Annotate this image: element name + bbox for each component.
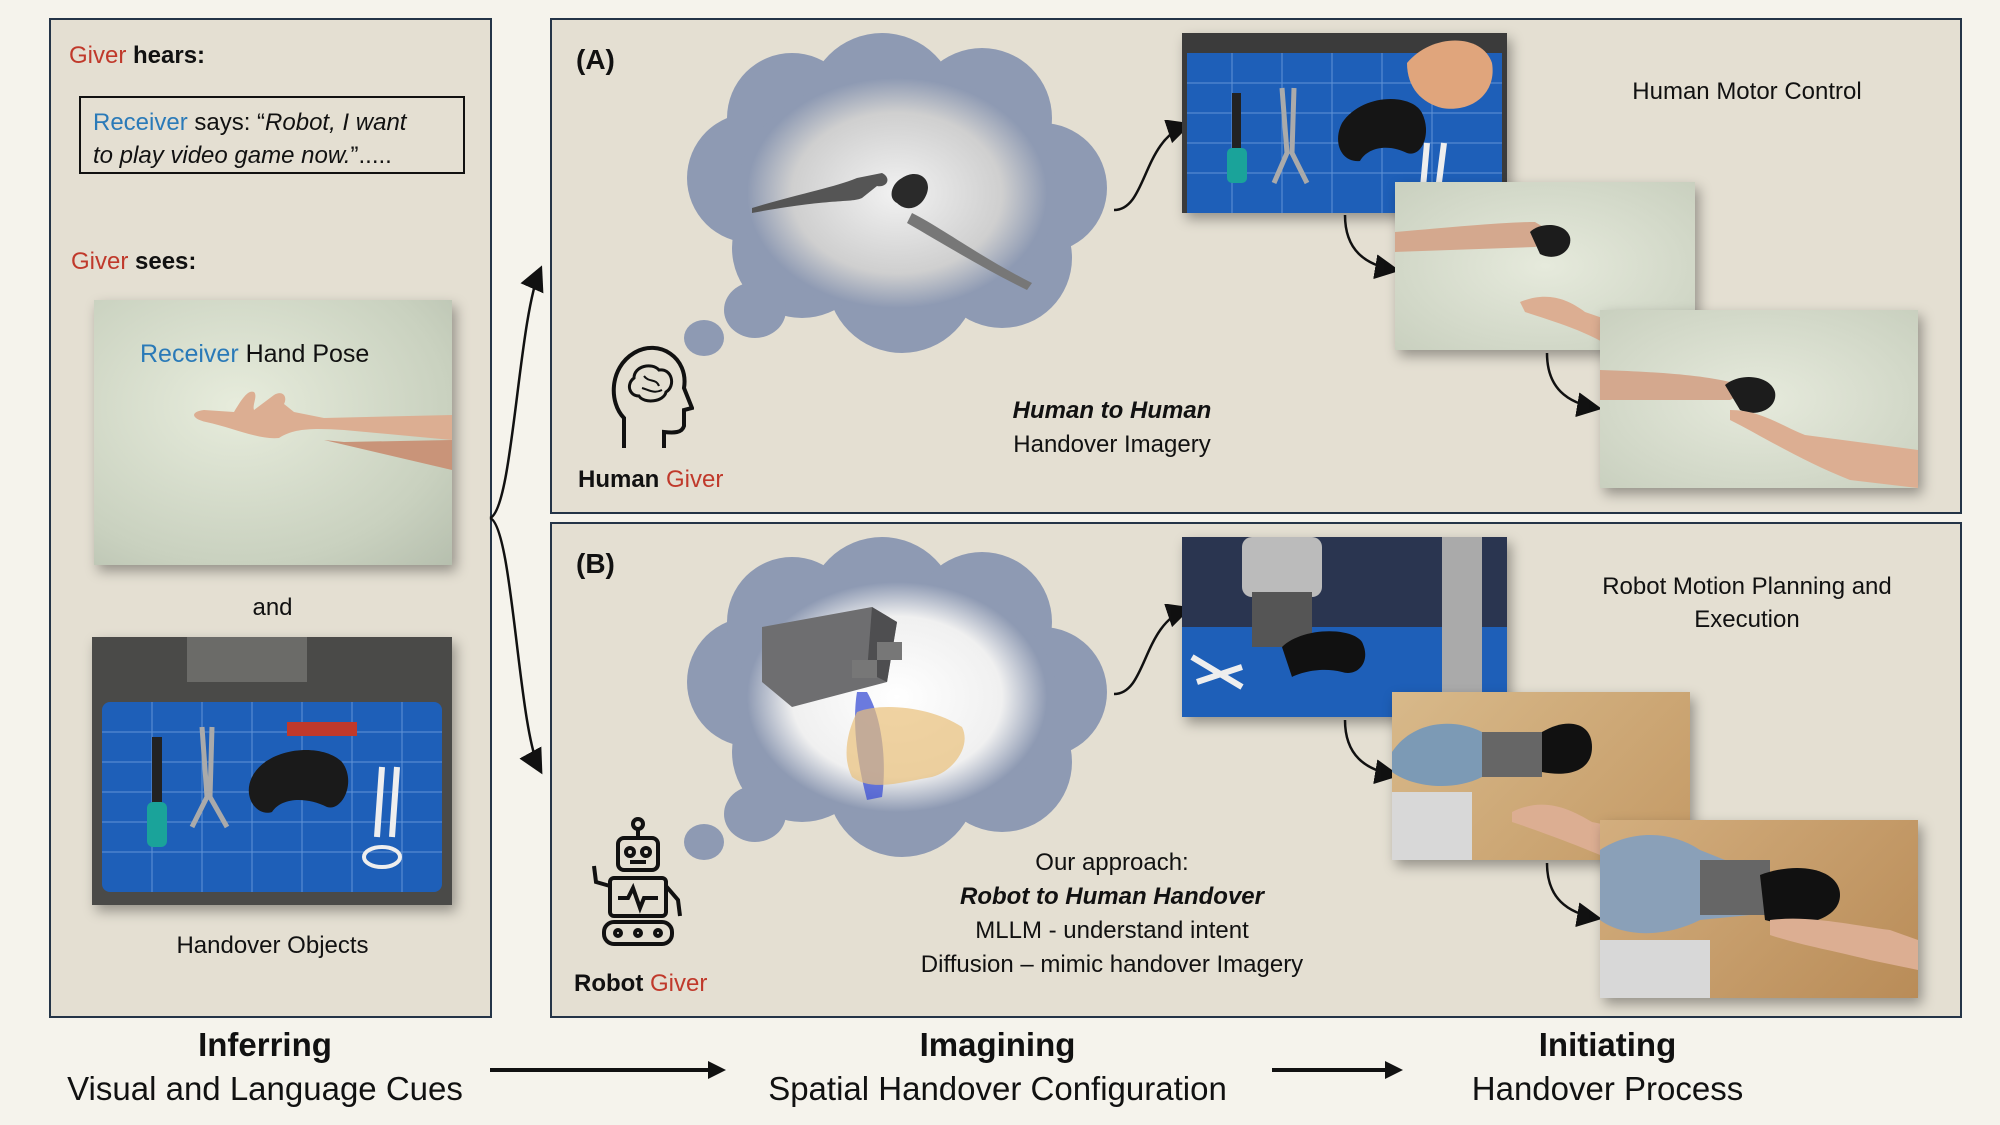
panel-b-caption: Our approach: Robot to Human Handover ML…	[920, 849, 1304, 978]
step-arrow-b2	[1545, 862, 1602, 928]
panel-a-photo-objects	[1182, 33, 1507, 213]
giver-hears-heading: Giver hears:	[69, 42, 206, 69]
footer-arrow-2	[1272, 1061, 1403, 1079]
step-inferring-title: Inferring	[198, 1026, 332, 1063]
cloud-to-photo-arrow-b	[1113, 604, 1192, 696]
cloud-to-photo-arrow-a	[1113, 120, 1192, 212]
robot-handover-step-2-icon	[1600, 835, 1918, 998]
handover-objects-photo	[92, 637, 452, 905]
thought-cloud-a	[687, 33, 1107, 353]
step-arrow-b1	[1343, 719, 1400, 785]
panel-a-photo-handover-2	[1600, 310, 1918, 488]
panel-b-photo-robot-grasp	[1182, 537, 1507, 717]
panel-a-caption: Human to Human Handover Imagery	[1012, 397, 1212, 458]
panel-b-tag: (B)	[576, 548, 615, 579]
robot-icon	[592, 817, 682, 946]
left-panel: Giver hears: Receiver says: “Robot, I wa…	[49, 18, 492, 1018]
thought-bubble-large-b	[724, 786, 786, 842]
thought-bubble-small	[684, 320, 724, 356]
human-motor-control-label: Human Motor Control	[1632, 78, 1862, 105]
footer-arrow-1	[490, 1061, 726, 1079]
step-imagining-subtitle: Spatial Handover Configuration	[768, 1070, 1227, 1107]
open-hand-icon	[194, 391, 452, 470]
objects-scene-icon	[92, 637, 452, 905]
panel-a-tag: (A)	[576, 44, 615, 75]
step-initiating-title: Initiating	[1538, 1026, 1677, 1063]
giver-sees-heading: Giver sees:	[71, 248, 197, 275]
step-arrow-a2	[1545, 352, 1602, 418]
step-arrow-a1	[1343, 214, 1400, 280]
robot-motion-label: Robot Motion Planning and Execution	[1602, 573, 1892, 633]
head-brain-icon	[611, 346, 694, 448]
and-label: and	[252, 594, 293, 621]
handover-step-2-icon	[1600, 370, 1918, 488]
step-imagining-title: Imagining	[919, 1026, 1076, 1063]
handover-objects-label: Handover Objects	[176, 932, 369, 959]
branch-arrows	[489, 265, 544, 775]
thought-bubble-small-b	[684, 824, 724, 860]
step-initiating-subtitle: Handover Process	[1471, 1070, 1744, 1107]
robot-giver-label: Robot Giver	[574, 970, 708, 997]
receiver-hand-pose-photo: Receiver Hand Pose	[94, 300, 452, 565]
thought-cloud-b	[687, 537, 1107, 857]
panel-b-photo-robot-handover-2	[1600, 820, 1918, 998]
hand-pose-label: Receiver Hand Pose	[140, 340, 370, 368]
receiver-quote-box: Receiver says: “Robot, I want to play vi…	[79, 96, 465, 174]
thought-bubble-large	[724, 282, 786, 338]
robot-grasp-scene-icon	[1182, 537, 1507, 717]
step-inferring-subtitle: Visual and Language Cues	[67, 1070, 463, 1107]
human-giver-label: Human Giver	[578, 466, 724, 493]
